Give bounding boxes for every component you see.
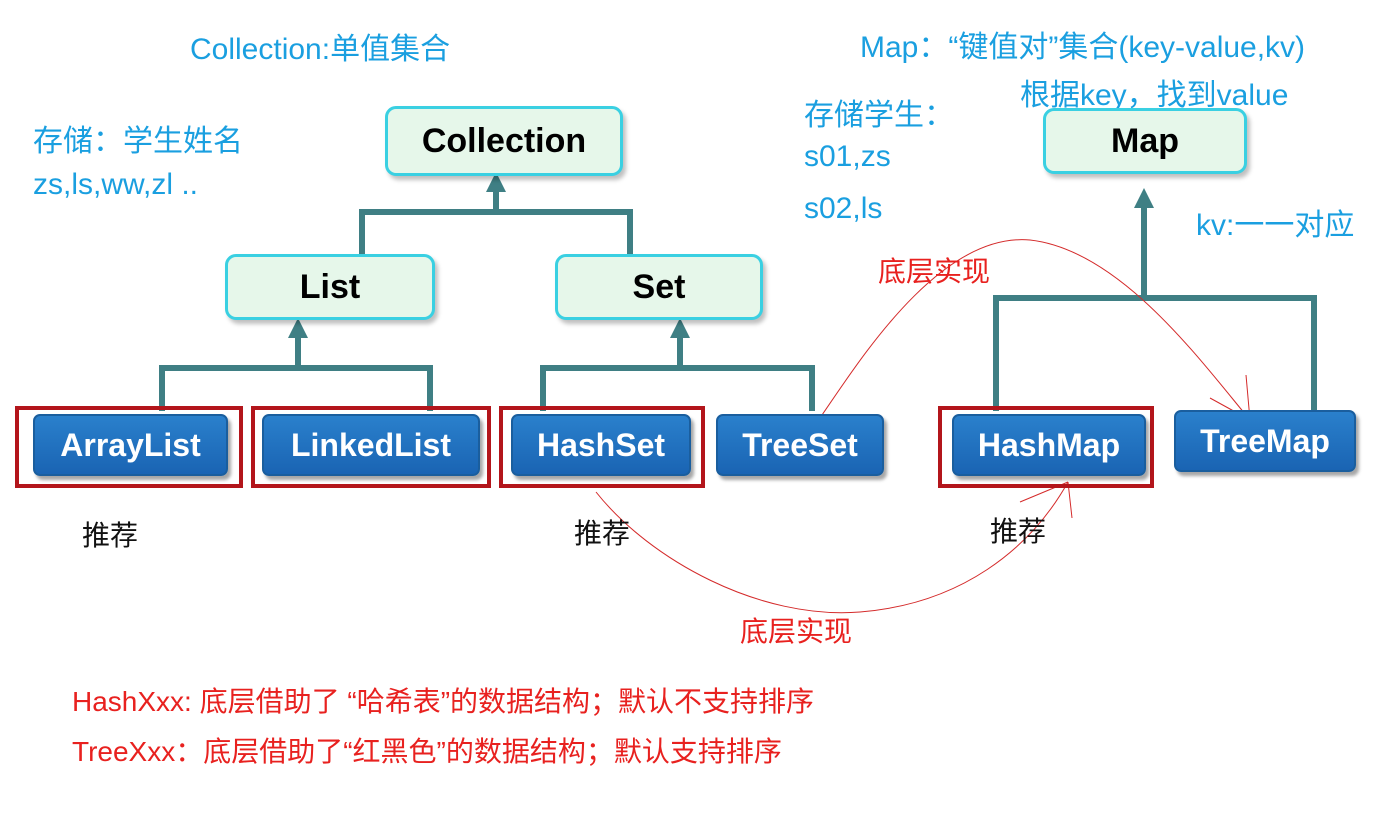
recommend-arraylist: 推荐 xyxy=(82,520,139,551)
collection-example-label: 存储：学生姓名 xyxy=(33,125,243,158)
highlight-hashset xyxy=(499,406,705,488)
set-node: Set xyxy=(555,254,763,320)
arrowhead-map xyxy=(1134,188,1154,208)
map-example-row1: s01,zs xyxy=(804,140,891,173)
hash-note: HashXxx: 底层借助了 “哈希表”的数据结构；默认不支持排序 xyxy=(72,686,815,717)
hashmap-node: HashMap xyxy=(952,414,1146,476)
highlight-arraylist xyxy=(15,406,243,488)
recommend-hashmap: 推荐 xyxy=(990,516,1047,547)
map-node: Map xyxy=(1043,108,1247,174)
map-lookup-note: 根据key，找到value xyxy=(1020,79,1289,112)
highlight-hashmap xyxy=(938,406,1154,488)
connector-set xyxy=(540,333,815,411)
map-example-row2: s02,ls xyxy=(804,192,883,225)
collection-example-values: zs,ls,ww,zl .. xyxy=(33,168,199,201)
impl-label-hash: 底层实现 xyxy=(740,616,853,647)
map-title: Map：“键值对”集合(key-value,kv) xyxy=(860,31,1306,64)
impl-label-tree: 底层实现 xyxy=(878,256,991,287)
collection-title: Collection:单值集合 xyxy=(190,33,451,66)
arrowhead-collection xyxy=(486,172,506,192)
impl-curve-hashset-hashmap xyxy=(595,481,1069,614)
tree-note: TreeXxx：底层借助了“红黑色”的数据结构；默认支持排序 xyxy=(72,736,782,767)
hashset-node: HashSet xyxy=(511,414,691,476)
recommend-hashset: 推荐 xyxy=(574,518,631,549)
connector-list xyxy=(159,333,433,411)
arraylist-node: ArrayList xyxy=(33,414,228,476)
treeset-node: TreeSet xyxy=(716,414,884,476)
collection-node: Collection xyxy=(385,106,623,176)
impl-curve-treeset-treemap xyxy=(821,239,1251,421)
arrowhead-set xyxy=(670,318,690,338)
connector-map xyxy=(993,203,1317,411)
arrowhead-list xyxy=(288,318,308,338)
map-example-label: 存储学生： xyxy=(804,99,954,132)
list-node: List xyxy=(225,254,435,320)
highlight-linkedlist xyxy=(251,406,491,488)
treemap-node: TreeMap xyxy=(1174,410,1356,472)
connector-collection xyxy=(359,187,633,255)
kv-note: kv:一一对应 xyxy=(1196,209,1355,242)
linkedlist-node: LinkedList xyxy=(262,414,480,476)
